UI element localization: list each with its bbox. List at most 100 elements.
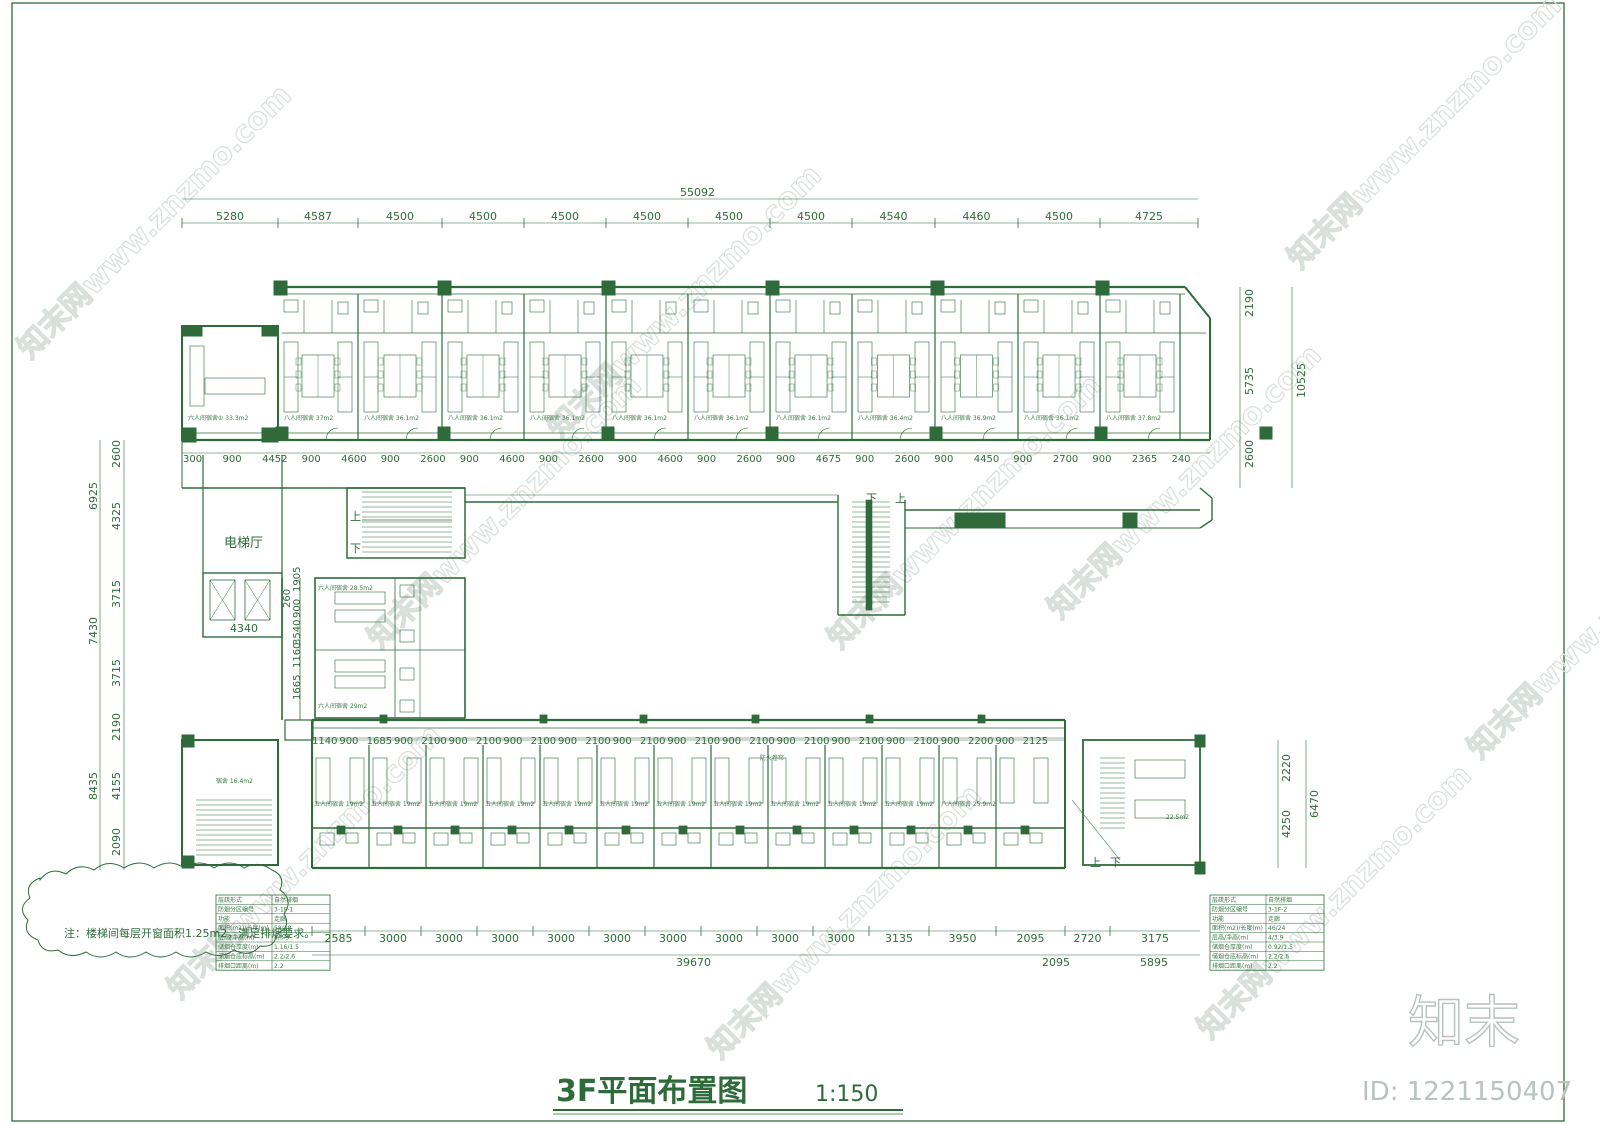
note-text: 注：楼梯间每层开窗面积1.25m2，满足排烟要求。	[64, 926, 315, 940]
toilet-fixture	[283, 299, 299, 313]
table-cell-key: 面积(m2)/长度(m)	[218, 924, 269, 932]
chair	[1036, 357, 1043, 366]
dim-bottom-inner-value: 2100	[749, 736, 774, 747]
dim-top-value: 4725	[1135, 210, 1163, 223]
dim-bottom-inner-value: 2100	[476, 736, 501, 747]
basin-fixture	[665, 301, 677, 315]
toilet-fixture	[363, 299, 379, 313]
table-cell-key: 层高/净高(m)	[218, 934, 255, 942]
lower-room-label: 八人间宿舍 25.9m2	[941, 800, 996, 808]
bed-lower	[406, 757, 422, 804]
chair	[460, 357, 467, 366]
watermark-text: 知末网www.znzmo.com	[11, 78, 299, 366]
column	[437, 280, 452, 296]
brand-logo: 知末	[1408, 991, 1520, 1056]
dim-top-value: 5280	[216, 210, 244, 223]
basin-fixture	[573, 832, 587, 844]
bed-lower	[691, 757, 707, 804]
toilet-fixture	[775, 832, 791, 846]
dim-top-value: 4460	[963, 210, 991, 223]
basin-fixture	[915, 832, 929, 844]
table-furniture	[204, 377, 266, 395]
bed-lower	[372, 757, 388, 804]
column	[379, 714, 388, 724]
chair	[581, 383, 588, 392]
dim-mid-value: 1905	[292, 567, 303, 592]
chair	[581, 357, 588, 366]
basin-fixture	[337, 301, 349, 315]
basin-fixture	[583, 301, 595, 315]
lower-right-room-label: 22.5m2	[1166, 814, 1189, 821]
column	[963, 825, 973, 835]
column	[1194, 861, 1206, 875]
chair	[499, 357, 506, 366]
bed-lower	[885, 757, 901, 804]
stair-down-label-1: 下	[350, 542, 361, 555]
column	[601, 280, 616, 296]
upper-left-room	[181, 325, 279, 441]
door-swing	[571, 427, 585, 441]
mid-room-label: 六人间宿舍 29m2	[318, 702, 367, 710]
bed-lower	[714, 757, 730, 804]
chair	[581, 370, 588, 379]
column	[849, 825, 859, 835]
dim-bottom-inner-value: 2100	[804, 736, 829, 747]
table-cell-key: 排烟口距离(m)	[218, 962, 259, 970]
door-swing	[1147, 427, 1161, 441]
elevator-car	[244, 579, 271, 621]
dim-bottom-value: 2585	[325, 932, 353, 945]
balcony-corner	[1199, 519, 1213, 529]
table-cell-key: 储烟仓底标高(m)	[1212, 952, 1259, 960]
toilet-fixture	[940, 299, 956, 313]
chair	[1075, 357, 1082, 366]
table-cell-value: 46/24	[1268, 925, 1285, 932]
dim-bottom-inner-value: 900	[613, 736, 632, 747]
bed-lower	[634, 757, 650, 804]
dim-top-inner-value: 900	[618, 454, 637, 465]
dim-bottom-value: 3000	[603, 932, 631, 945]
watermark-text: 知末网www.znzmo.com	[161, 718, 449, 1006]
dim-top-inner-value: 4675	[816, 454, 841, 465]
dim-top-inner-value: 900	[1092, 454, 1111, 465]
dim-top-inner-value: 2600	[578, 454, 603, 465]
chair	[788, 370, 795, 379]
column	[539, 714, 548, 724]
basin-fixture	[630, 832, 644, 844]
chair	[542, 383, 549, 392]
dim-top-inner-value: 2700	[1053, 454, 1078, 465]
table-cell-value: 3-1F-1	[274, 906, 293, 913]
table-cell-value: 1.16/1.5	[274, 944, 299, 951]
toilet-fixture	[399, 667, 415, 681]
bed-mid	[334, 675, 386, 689]
column	[621, 825, 631, 835]
toilet-fixture	[775, 299, 791, 313]
toilet-fixture	[661, 832, 677, 846]
dim-top-inner-value: 900	[381, 454, 400, 465]
dim-bottom-inner-value: 900	[394, 736, 413, 747]
bed-lower	[805, 757, 821, 804]
watermark-text: 知末网www.znzmo.com	[701, 778, 989, 1066]
door-swing	[653, 427, 667, 441]
dim-top-inner-value: 4600	[657, 454, 682, 465]
chair	[624, 357, 631, 366]
dim-bottom-value: 3000	[715, 932, 743, 945]
table-cell-value: 2.2	[1268, 963, 1278, 970]
bed-left	[189, 345, 205, 407]
dim-left-value: 2190	[110, 713, 123, 741]
dim-top-inner-value: 4600	[499, 454, 524, 465]
dim-top-value: 4500	[469, 210, 497, 223]
dim-top-inner-value: 2600	[420, 454, 445, 465]
dim-bottom-inner-value: 2100	[859, 736, 884, 747]
table-cell-value: 3-1F-2	[1268, 906, 1287, 913]
dim-bottom-value: 3950	[949, 932, 977, 945]
dim-left-value: 6925	[87, 482, 100, 510]
chair	[1117, 383, 1124, 392]
chair	[706, 383, 713, 392]
watermark-text: 知末网www.znzmo.com	[1461, 478, 1600, 766]
upper-chamfer-wall	[1184, 286, 1211, 319]
bed-lower	[942, 757, 958, 804]
upper-room-label: 八人间宿舍 36.4m2	[858, 414, 913, 422]
